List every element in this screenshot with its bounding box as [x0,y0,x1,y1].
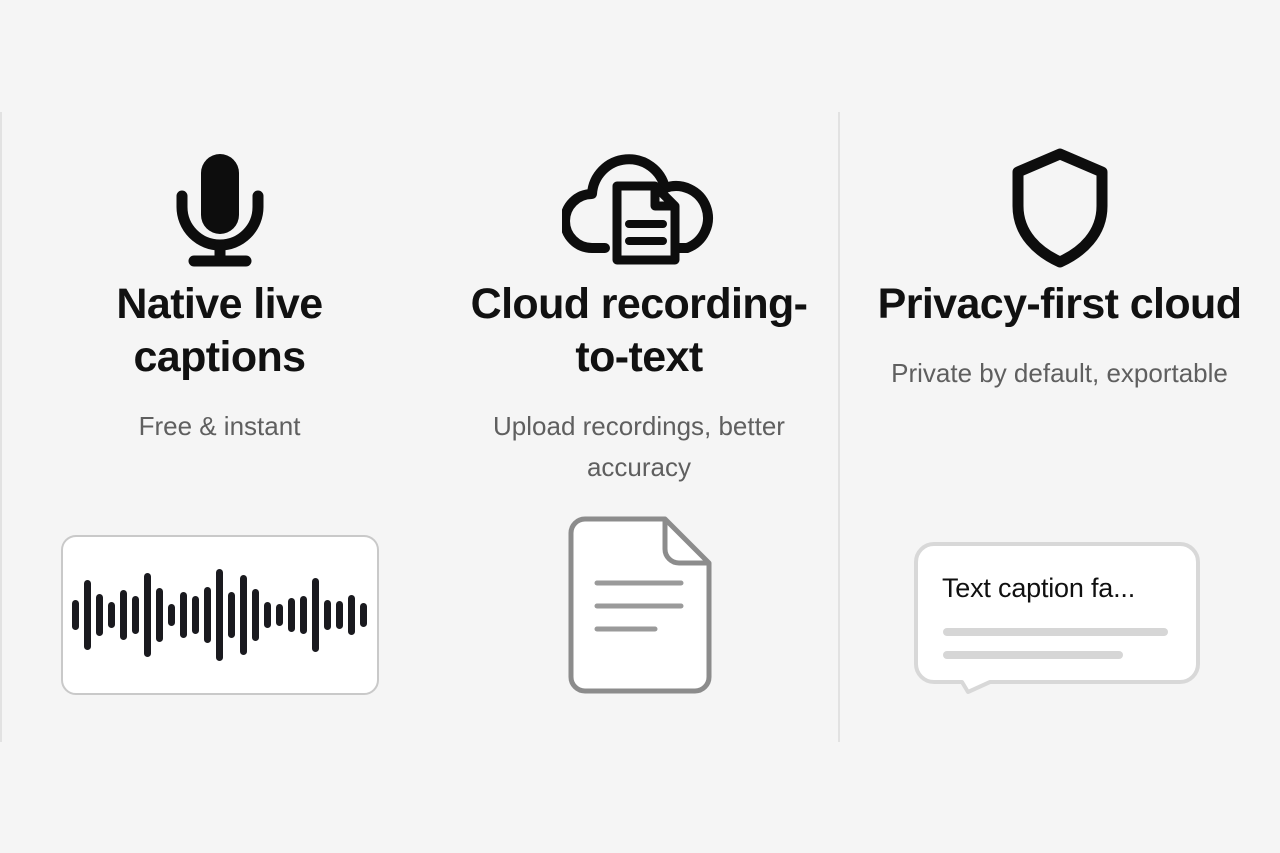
shield-icon [1010,138,1110,278]
feature-column-native-live-captions: Native live captions Free & instant [0,0,439,853]
waveform-bar [288,598,295,632]
caption-bubble-visual: Text caption fa... [912,540,1207,695]
waveform-bar [360,603,367,627]
cloud-document-icon [561,138,717,278]
feature-subtitle: Free & instant [138,411,301,441]
caption-bubble-text: Text caption fa... [942,573,1136,603]
waveform-bar [84,580,91,650]
waveform-bar [132,596,139,634]
caption-placeholder-line [943,628,1168,636]
feature-title: Native live captions [116,280,323,381]
feature-subtitle: Private by default, exportable [891,358,1228,388]
column-divider-1 [0,112,2,742]
waveform-bar [240,575,247,655]
waveform-bar [120,590,127,640]
document-visual [557,515,722,695]
feature-title: Privacy-first cloud [877,280,1242,328]
waveform-bar [252,589,259,641]
microphone-icon [168,138,272,278]
waveform-bar [216,569,223,661]
feature-title: Cloud recording-to-text [470,280,808,381]
feature-subtitle: Upload recordings, better accuracy [493,411,785,482]
waveform-bar [312,578,319,652]
waveform-bar [204,587,211,643]
waveform-bar [324,600,331,630]
waveform-bar [348,595,355,635]
waveform-bar [300,596,307,634]
waveform-bar [168,604,175,626]
waveform-card [60,535,379,695]
feature-column-cloud-recording-to-text: Cloud recording-to-text Upload recording… [439,0,839,853]
waveform-bar [108,602,115,628]
waveform-bar [72,600,79,630]
waveform-bar [156,588,163,642]
waveform-bar [96,594,103,636]
waveform-bar [228,592,235,638]
waveform-bar [180,592,187,638]
waveform-bar [192,596,199,634]
caption-bubble: Text caption fa... [912,540,1207,695]
waveform-bar [276,604,283,626]
feature-column-privacy-first-cloud: Privacy-first cloud Private by default, … [839,0,1280,853]
waveform-bar [336,601,343,629]
caption-placeholder-line [943,651,1123,659]
document-graphic [557,515,722,695]
waveform-visual [60,535,379,695]
waveform-bar [264,602,271,628]
column-divider-2 [838,112,840,742]
waveform-bar [144,573,151,657]
